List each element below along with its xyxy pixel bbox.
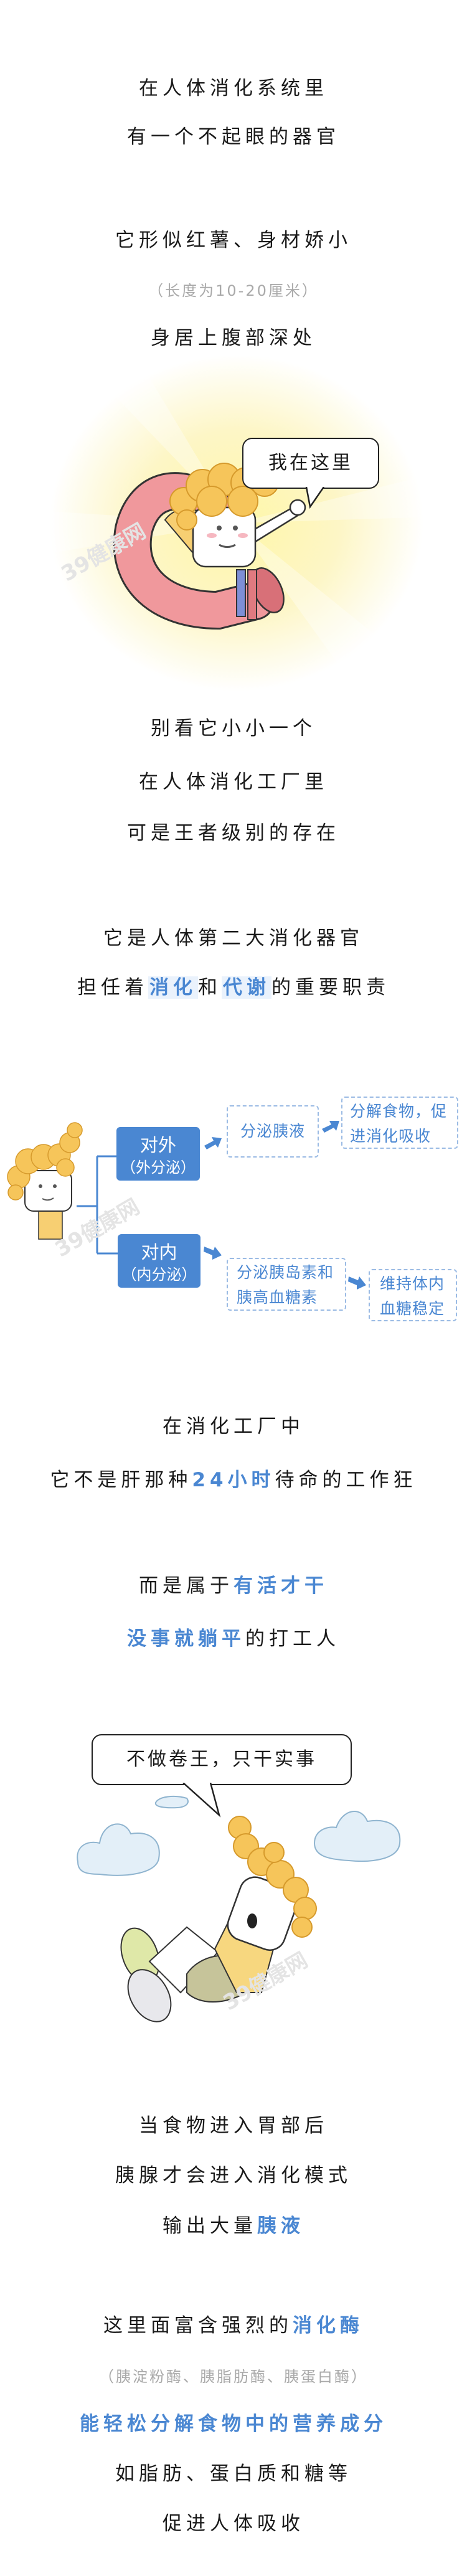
intro-line-2: 有一个不起眼的器官 (127, 126, 340, 148)
pancreas-illustration: 39健康网 我在这里 (0, 355, 467, 691)
section4-line-2: 它不是肝那种24小时待命的工作狂 (0, 1468, 467, 1493)
highlight-24-hours: 24小时 (192, 1469, 275, 1491)
endocrine-step-1-text: 分泌胰岛素和胰高血糖素 (237, 1263, 334, 1306)
section6-line-2: 胰腺才会进入消化模式 (115, 2164, 352, 2187)
text: 待命的工作狂 (275, 1469, 417, 1491)
highlight-lie-flat: 没事就躺平 (127, 1628, 245, 1650)
exocrine-box: 对外 （外分泌） (116, 1127, 200, 1181)
section3-line-2: 担任着消化和代谢的重要职责 (0, 975, 467, 1000)
cloud-icons (77, 1795, 401, 1876)
section3-line-1: 它是人体第二大消化器官 (103, 927, 364, 950)
text: 这里面富含强烈的 (103, 2314, 293, 2337)
diagram-connectors (7, 1121, 366, 1290)
exocrine-subtitle: （外分泌） (121, 1159, 196, 1176)
section7-enzyme-note: （胰淀粉酶、胰脂肪酶、胰蛋白酶） (99, 2368, 368, 2385)
section2-line-2: 在人体消化工厂里 (139, 771, 328, 793)
endocrine-step-1: 分泌胰岛素和胰高血糖素 (227, 1258, 346, 1311)
section4-line-1: 在消化工厂中 (163, 1415, 304, 1438)
function-diagram: 39健康网 对外 （外分泌） 分泌胰液 分解食物，促进消化吸收 对内 （内分泌）… (0, 1083, 467, 1333)
lying-character-image (77, 1795, 401, 2022)
exocrine-step-1-text: 分泌胰液 (240, 1122, 305, 1140)
highlight-metabolism: 代谢 (222, 976, 271, 999)
section5-line-2: 没事就躺平的打工人 (0, 1626, 467, 1651)
section2-line-1: 别看它小小一个 (151, 717, 316, 740)
intro-line-1: 在人体消化系统里 (139, 77, 328, 100)
text: 的重要职责 (271, 976, 390, 999)
highlight-pancreatic-juice: 胰液 (257, 2215, 304, 2237)
relaxing-illustration: 39健康网 不做卷王，只干实事 (0, 1719, 467, 2055)
endocrine-step-2: 维持体内血糖稳定 (369, 1269, 457, 1321)
intro-line-4: 身居上腹部深处 (151, 327, 316, 349)
intro-line-3: 它形似红薯、身材娇小 (115, 229, 352, 252)
speech-bubble: 不做卷王，只干实事 (92, 1734, 352, 1785)
text: 担任着 (77, 976, 148, 999)
speech-bubble-tail (305, 487, 325, 509)
endocrine-title: 对内 (141, 1242, 177, 1263)
exocrine-step-2: 分解食物，促进消化吸收 (341, 1097, 458, 1149)
section7-line-3: 如脂肪、蛋白质和糖等 (115, 2463, 352, 2485)
section5-line-1: 而是属于有活才干 (0, 1573, 467, 1598)
text: 和 (198, 976, 222, 999)
text: 而是属于 (139, 1575, 234, 1597)
section7-line-4: 促进人体吸收 (163, 2512, 304, 2535)
endocrine-subtitle: （内分泌） (121, 1266, 197, 1283)
arrow-icons (204, 1121, 366, 1290)
section2-line-3: 可是王者级别的存在 (127, 822, 340, 844)
exocrine-step-1: 分泌胰液 (227, 1105, 319, 1158)
section7-line-2: 能轻松分解食物中的营养成分 (80, 2413, 387, 2435)
exocrine-step-2-text: 分解食物，促进消化吸收 (350, 1102, 448, 1145)
text: 它不是肝那种 (50, 1469, 192, 1491)
exocrine-title: 对外 (139, 1135, 176, 1156)
highlight-digestion: 消化 (148, 976, 198, 999)
speech-bubble-text: 不做卷王，只干实事 (126, 1748, 317, 1770)
section6-line-1: 当食物进入胃部后 (139, 2115, 328, 2137)
highlight-work-when-needed: 有活才干 (234, 1575, 328, 1597)
speech-bubble: 我在这里 (242, 438, 379, 489)
section7-line-1: 这里面富含强烈的消化酶 (0, 2313, 467, 2338)
endocrine-step-2-text: 维持体内血糖稳定 (380, 1275, 445, 1318)
speech-bubble-tail (182, 1783, 221, 1818)
speech-bubble-text: 我在这里 (268, 452, 353, 474)
endocrine-box: 对内 （内分泌） (118, 1234, 200, 1288)
intro-size-note: （长度为10-20厘米） (148, 282, 319, 300)
pancreas-character-image (37, 355, 436, 691)
text: 的打工人 (245, 1628, 340, 1650)
section6-line-3: 输出大量胰液 (0, 2214, 467, 2239)
text: 输出大量 (163, 2215, 257, 2237)
highlight-digestive-enzymes: 消化酶 (293, 2314, 364, 2337)
